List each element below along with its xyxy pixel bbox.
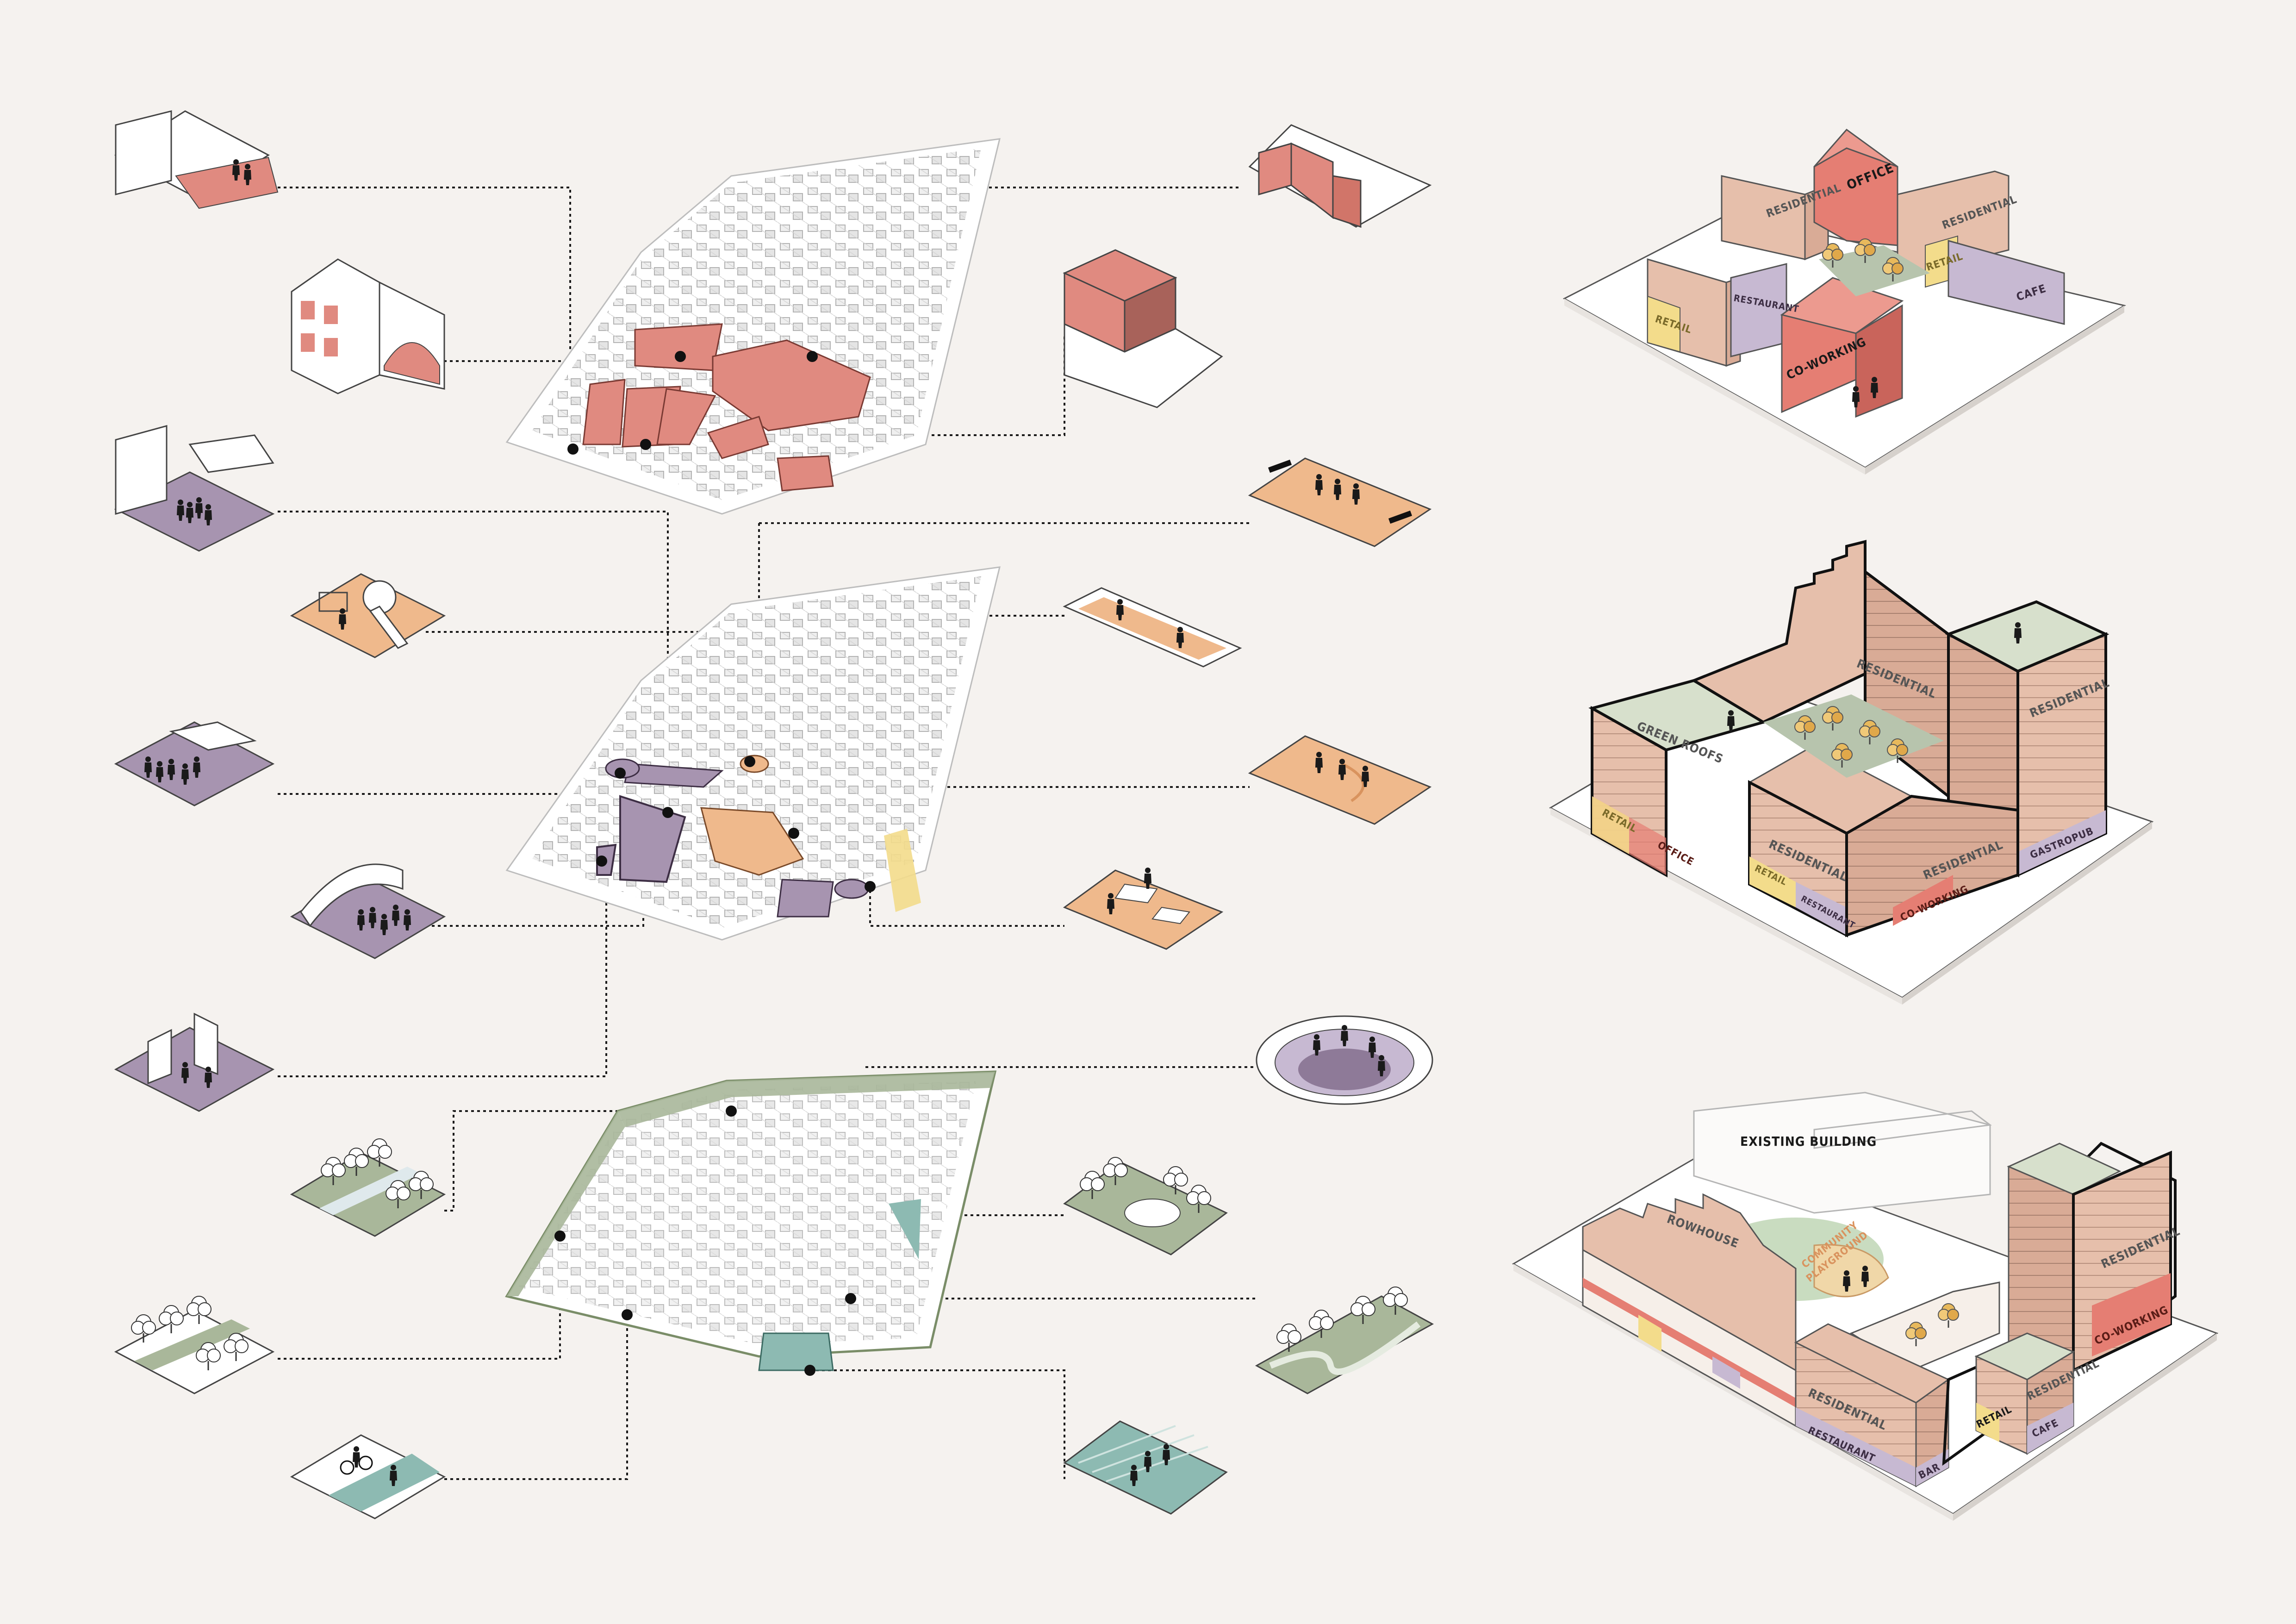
vignette-heritage-courtyard [116,111,278,208]
vignette-green-corridor [292,1139,444,1236]
vignette-event-canopy [292,864,444,958]
vignette-playground [292,574,444,657]
vignette-water-plaza [1064,1421,1226,1514]
vignettes-right [1064,125,1432,1514]
vignette-heritage-arch-building [292,259,444,394]
block-3-rowhouses: EXISTING BUILDING ROWHOUSE COMMUNITY PLA… [1513,1093,2217,1521]
masterplan-layer-heritage [507,139,1000,514]
vignette-meadow-path [1257,1287,1432,1393]
vignette-skate-plaza [1064,868,1222,949]
vignette-sports-court [1250,458,1430,546]
vignette-market-pavilion [116,722,273,806]
vignette-sunken-garden [1064,1157,1226,1255]
vignette-gallery-space [116,426,273,551]
vignette-heritage-roofs [1250,125,1430,227]
label-existing-building: EXISTING BUILDING [1740,1134,1877,1149]
vignette-tree-lined-street [116,1296,273,1393]
vignette-basketball-court [1250,736,1430,824]
vignette-amphitheatre [1257,1016,1432,1104]
vignette-heritage-extension [1064,250,1222,407]
masterplan-layer-landscape [507,1072,995,1376]
vignette-exhibition [116,1014,273,1111]
block-2-perimeter: GREEN ROOFS RESIDENTIAL RESIDENTIAL RESI… [1550,542,2152,1005]
vignette-cycle-path [292,1435,444,1518]
block-1-mixed-use: OFFICE RESIDENTIAL RESIDENTIAL RETAIL RE… [1564,130,2124,475]
masterplan-layer-community [507,567,1000,940]
vignette-running-track [1064,588,1240,667]
vignettes-left [116,111,444,1518]
